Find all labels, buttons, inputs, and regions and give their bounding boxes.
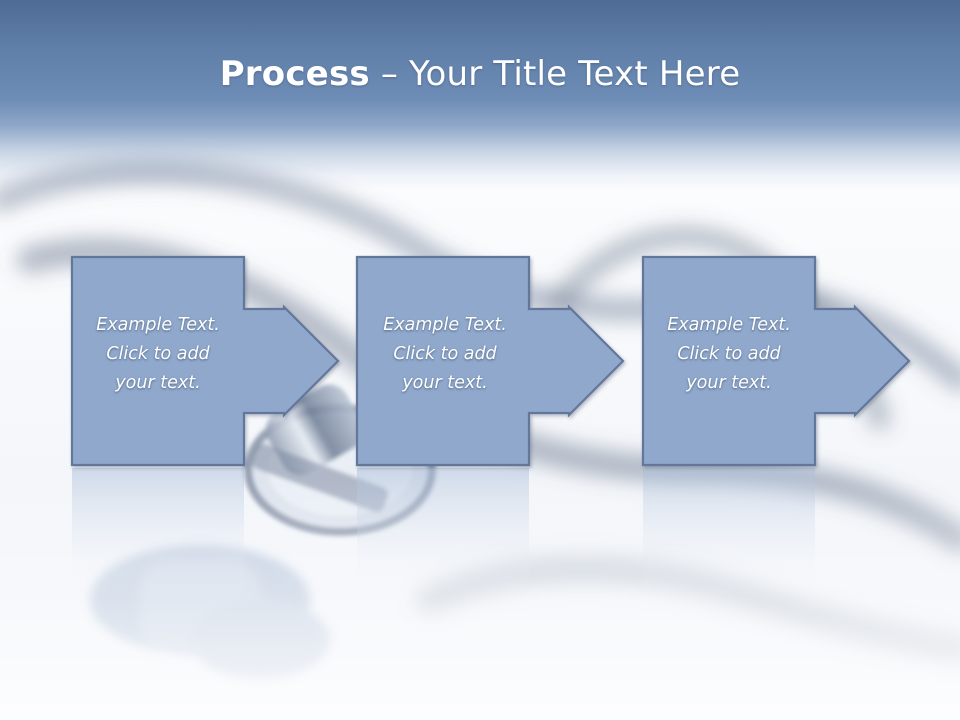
step-2-line-1: Example Text.: [383, 315, 507, 335]
step-3-arrow-box[interactable]: [641, 255, 911, 467]
slide-title[interactable]: Process – Your Title Text Here: [0, 48, 960, 100]
step-1-arrow-box[interactable]: [70, 255, 340, 467]
step-3-line-1: Example Text.: [667, 315, 791, 335]
step-1-line-1: Example Text.: [96, 315, 220, 335]
step-3-text[interactable]: Example Text. Click to add your text.: [643, 311, 815, 398]
title-strong: Process: [219, 54, 370, 94]
step-2-arrow-box[interactable]: [355, 255, 625, 467]
header-band: [0, 0, 960, 190]
step-2-text[interactable]: Example Text. Click to add your text.: [359, 311, 531, 398]
step-3-line-3: your text.: [686, 373, 772, 393]
step-reflections: [72, 468, 815, 600]
step-1-line-2: Click to add: [106, 344, 210, 364]
step-1-text[interactable]: Example Text. Click to add your text.: [72, 311, 244, 398]
title-rest: – Your Title Text Here: [369, 54, 741, 94]
step-3-line-2: Click to add: [677, 344, 781, 364]
step-2-line-2: Click to add: [393, 344, 497, 364]
step-1-line-3: your text.: [115, 373, 201, 393]
step-2-line-3: your text.: [402, 373, 488, 393]
